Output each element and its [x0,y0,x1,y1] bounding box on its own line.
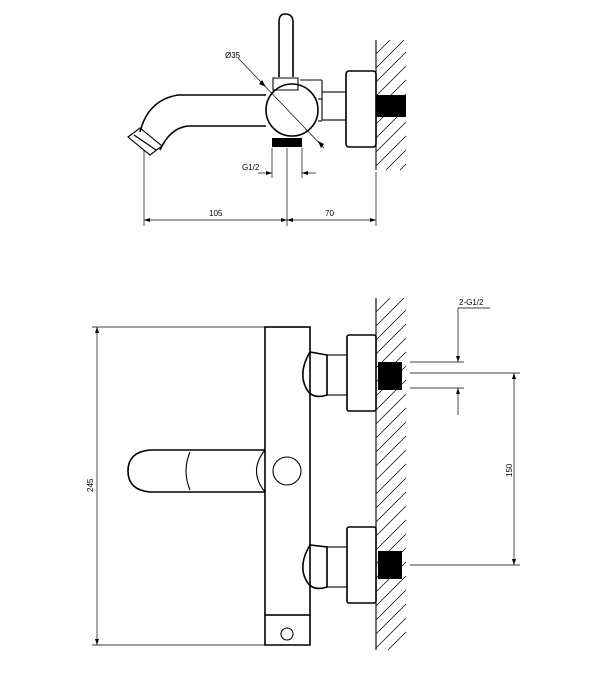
top-spout-outlet [127,127,163,156]
wall-offset-label: 70 [325,209,334,218]
top-wall-flange [345,70,377,148]
top-body-circle [265,83,319,137]
front-outlet-hole [280,627,294,641]
front-body [264,326,311,616]
front-flange-bottom [346,526,377,604]
front-spout [127,449,265,493]
front-flange-top [346,334,377,412]
diverter-knob [272,456,302,486]
top-lever-collar [272,77,299,91]
front-thread-inlet-top [378,362,402,390]
front-spout-neck [255,449,266,493]
diameter-leader [237,57,325,149]
front-wall-hatch [375,297,407,651]
front-spout-joint [185,451,191,491]
front-elbow-bottom [302,544,328,590]
inlets-label: 2-G1/2 [459,298,484,307]
top-lever-handle [278,13,294,77]
inlet-spacing-label: 150 [505,463,514,477]
top-bottom-thread [272,138,302,147]
front-bottom-outlet [264,615,311,646]
top-thread-inlet [376,95,406,117]
top-spout [139,94,266,151]
spout-length-label: 105 [209,209,223,218]
front-pipe-top [326,354,348,396]
diameter-label: Ø35 [225,51,241,60]
top-connector [321,91,347,121]
top-view: Ø35 G1/2 105 70 [127,13,407,226]
front-elbow-top [302,351,328,398]
front-thread-inlet-bottom [378,551,402,579]
top-thread-label: G1/2 [242,163,260,172]
height-label: 245 [86,478,95,492]
front-pipe-bottom [326,546,348,588]
front-view: 245 150 2-G1/2 [86,297,520,651]
